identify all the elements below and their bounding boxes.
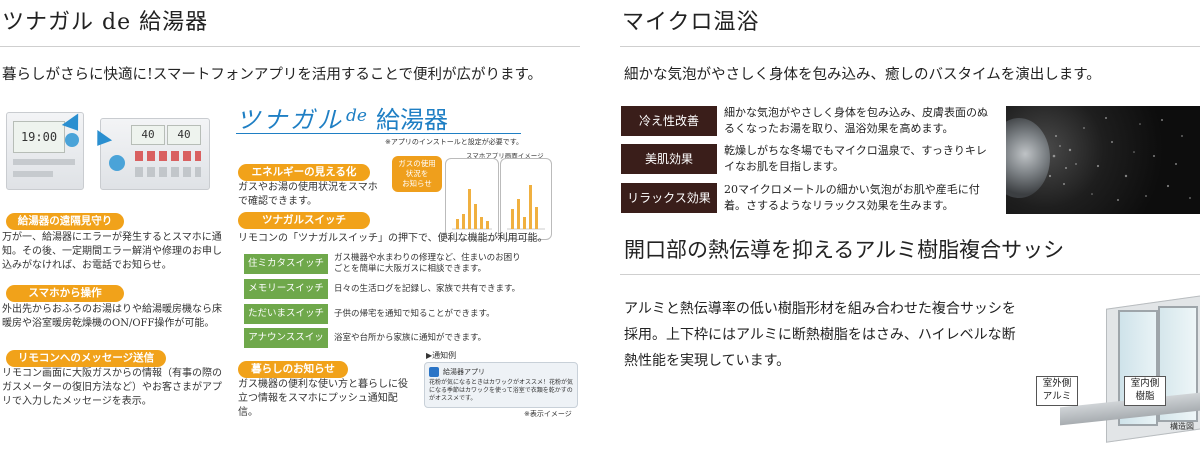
logo-underline xyxy=(236,133,521,134)
switch-label: ツナガルスイッチ xyxy=(238,212,370,229)
feature-label-remote-message: リモコンへのメッセージ送信 xyxy=(6,350,166,367)
logo-main: ツナガル xyxy=(236,106,344,134)
shower-head-icon xyxy=(1006,118,1050,198)
feature-text-remote-watch: 万が一、給湯器にエラーが発生するとスマホに通知。その後、一定期間エラー解消や修理… xyxy=(2,232,222,271)
remote-2-buttons-2 xyxy=(135,167,201,177)
left-lead: 暮らしがさらに快適に!スマートフォンアプリを活用することで便利が広がります。 xyxy=(2,67,543,83)
notice-text: ガス機器の便利な使い方と暮らしに役立つ情報をスマホにプッシュ通知配信。 xyxy=(238,379,408,418)
switch-tag-memory: メモリースイッチ xyxy=(244,279,328,299)
left-title-rule xyxy=(0,46,580,47)
micro-text-cold: 細かな気泡がやさしく身体を包み込み、皮膚表面のぬるくなったお湯を取り、温浴効果を… xyxy=(724,106,988,135)
micro-title-rule xyxy=(620,46,1200,47)
micro-section-title: マイクロ温浴 xyxy=(622,10,760,35)
remote-2-button-icon xyxy=(109,155,125,171)
notice-label: 暮らしのお知らせ xyxy=(238,361,348,378)
micro-tag-relax: リラックス効果 xyxy=(621,183,717,213)
remote-1-buttons-row xyxy=(13,159,75,165)
sash-text: アルミと熱伝導率の低い樹脂形材を組み合わせた複合サッシを採用。上下枠にはアルミに… xyxy=(624,301,1016,369)
app-icon xyxy=(429,367,439,377)
switch-desc-sumikata: ガス機器や水まわりの修理など、住まいのお困りごとを簡単に大阪ガスに相談できます。 xyxy=(334,253,521,274)
switch-tag-tadaima: ただいまスイッチ xyxy=(244,304,328,324)
logo-de: de xyxy=(346,106,367,126)
app-install-note: ※アプリのインストールと設定が必要です。 xyxy=(385,138,524,146)
structure-caption: 構造図 xyxy=(1170,422,1194,431)
switch-tag-sumikata: 住ミカタスイッチ xyxy=(244,254,328,274)
remote-2-display-2: 40 xyxy=(167,125,201,145)
phone-screen-2 xyxy=(500,158,552,240)
switch-desc-announce: 浴室や台所から家族に通知ができます。 xyxy=(334,333,487,343)
left-section-title: ツナガル de 給湯器 xyxy=(2,10,209,35)
switch-text: リモコンの「ツナガルスイッチ」の押下で、便利な機能が利用可能。 xyxy=(238,233,548,244)
feature-label-remote-watch: 給湯器の遠隔見守り xyxy=(6,213,124,230)
speech-bubble: ガスの使用 状況を お知らせ xyxy=(392,156,442,192)
micro-tag-skin: 美肌効果 xyxy=(621,144,717,174)
micro-bubble-photo xyxy=(1006,106,1200,214)
sash-diagram: 室外側 アルミ 室内側 樹脂 xyxy=(1036,295,1200,456)
usage-chart-icon xyxy=(452,189,492,230)
micro-lead: 細かな気泡がやさしく身体を包み込み、癒しのバスタイムを演出します。 xyxy=(624,67,1101,83)
energy-text: ガスやお湯の使用状況をスマホで確認できます。 xyxy=(238,182,378,207)
label-outer-aluminum: 室外側 アルミ xyxy=(1036,376,1078,406)
tsunagaru-logo: ツナガル de 給湯器 xyxy=(236,100,526,138)
energy-label: エネルギーの見える化 xyxy=(238,164,370,181)
remote-controller-2: 40 40 xyxy=(100,118,210,190)
remote-1-buttons-row-2 xyxy=(13,171,53,177)
notification-example: 給湯器アプリ 花粉が気になるときはカワックがオススメ！花粉が気になる季節はカワッ… xyxy=(424,362,578,408)
remote-2-display-1: 40 xyxy=(131,125,165,145)
feature-label-smartphone-control: スマホから操作 xyxy=(6,285,124,302)
bubbles-icon xyxy=(1048,117,1191,201)
switch-desc-memory: 日々の生活ログを記録し、家族で共有できます。 xyxy=(334,284,521,294)
phone-caption: スマホアプリ画面イメージ xyxy=(466,152,544,160)
remote-1-display: 19:00 xyxy=(13,121,65,153)
feature-text-smartphone-control: 外出先からおふろのお湯はりや給湯暖房機なら床暖房や浴室暖房乾燥機のON/OFF操… xyxy=(2,304,222,329)
switch-tag-announce: アナウンススイッチ xyxy=(244,328,328,363)
micro-text-skin: 乾燥しがちな冬場でもマイクロ温泉で、すっきりキレイなお肌を目指します。 xyxy=(724,144,987,173)
feature-text-remote-message: リモコン画面に大阪ガスからの情報（有事の際のガスメーターの復旧方法など）やお客さ… xyxy=(2,368,222,407)
logo-kyutoki: 給湯器 xyxy=(376,106,448,134)
usage-chart-icon-2 xyxy=(507,185,545,230)
sash-section-title: 開口部の熱伝導を抑えるアルミ樹脂複合サッシ xyxy=(624,238,1065,262)
remote-2-buttons xyxy=(135,151,201,161)
notification-app-name: 給湯器アプリ xyxy=(443,368,485,376)
remote-controller-1: 19:00 xyxy=(6,112,84,190)
notice-example-label: ▶通知例 xyxy=(426,351,457,360)
sash-title-rule xyxy=(620,274,1200,275)
notification-message: 花粉が気になるときはカワックがオススメ！花粉が気になる季節はカワックを使って浴室… xyxy=(429,379,574,402)
phone-screen-1 xyxy=(445,158,499,240)
micro-text-relax: 20マイクロメートルの細かい気泡がお肌や産毛に付着。さするようなリラックス効果を… xyxy=(724,183,980,212)
remote-1-button-icon xyxy=(65,133,79,147)
micro-tag-cold: 冷え性改善 xyxy=(621,106,717,136)
switch-desc-tadaima: 子供の帰宅を通知で知ることができます。 xyxy=(334,309,495,319)
label-inner-resin: 室内側 樹脂 xyxy=(1124,376,1166,406)
display-image-note: ※表示イメージ xyxy=(524,410,572,418)
